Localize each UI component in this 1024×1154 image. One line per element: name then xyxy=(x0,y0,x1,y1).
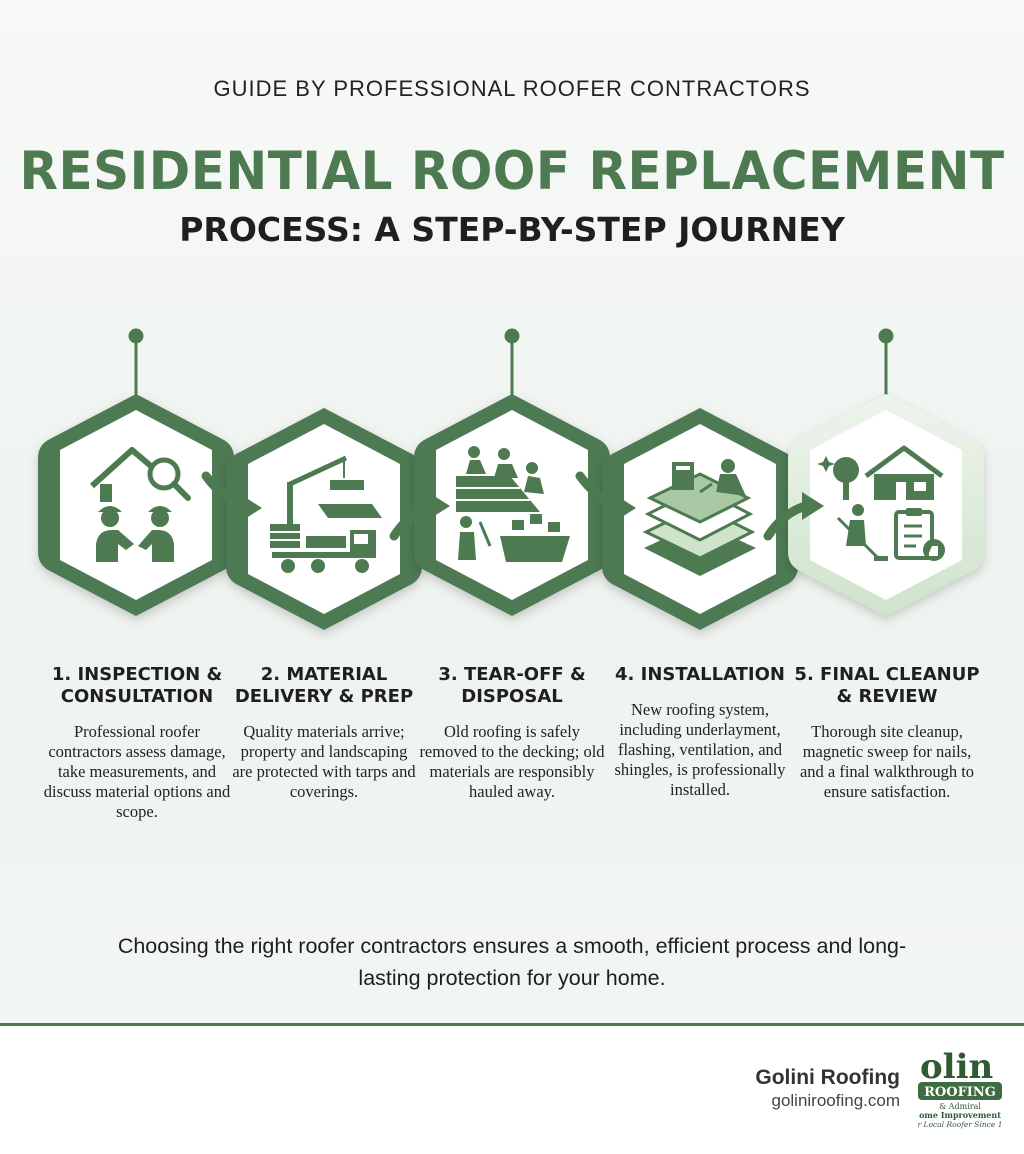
footer xyxy=(0,1026,1024,1154)
step-3: 3. TEAR-OFF & DISPOSAL Old roofing is sa… xyxy=(417,664,607,802)
step-title: 5. FINAL CLEANUP & REVIEW xyxy=(794,664,980,707)
step-title: 3. TEAR-OFF & DISPOSAL xyxy=(438,664,586,707)
inspection-icon xyxy=(89,447,191,562)
step-1: 1. INSPECTION & CONSULTATION Professiona… xyxy=(42,664,232,822)
step-title: 4. INSTALLATION xyxy=(615,664,785,685)
footer-divider xyxy=(0,1023,1024,1026)
golini-logo: olin ROOFING & Admiral ome Improvement r… xyxy=(918,1048,1002,1129)
step-4: 4. INSTALLATION New roofing system, incl… xyxy=(605,664,795,800)
step-description: New roofing system, including underlayme… xyxy=(614,700,786,799)
step-description: Professional roofer contractors assess d… xyxy=(43,722,231,821)
brand-url[interactable]: goliniroofing.com xyxy=(771,1091,900,1110)
step-5: 5. FINAL CLEANUP & REVIEW Thorough site … xyxy=(792,664,982,802)
cleanup-checklist-icon xyxy=(817,445,945,561)
page-subtitle: PROCESS: A STEP-BY-STEP JOURNEY xyxy=(179,210,845,249)
page-title: RESIDENTIAL ROOF REPLACEMENT xyxy=(19,140,1005,202)
antennas xyxy=(128,328,894,398)
roof-layers-icon xyxy=(642,459,756,576)
page-kicker: GUIDE BY PROFESSIONAL ROOFER CONTRACTORS xyxy=(213,76,811,101)
step-title: 1. INSPECTION & CONSULTATION xyxy=(51,664,223,707)
step-2: 2. MATERIAL DELIVERY & PREP Quality mate… xyxy=(229,664,419,802)
step-description: Old roofing is safely removed to the dec… xyxy=(419,722,605,801)
svg-text:r Local Roofer Since 1: r Local Roofer Since 1 xyxy=(918,1120,1002,1129)
hex-step-2 xyxy=(226,408,422,630)
closing-statement: Choosing the right roofer contractors en… xyxy=(117,934,907,990)
tear-off-icon xyxy=(456,446,570,562)
logo-band: ROOFING xyxy=(924,1085,996,1100)
process-flow xyxy=(38,328,984,630)
crane-truck-icon xyxy=(270,455,382,573)
step-description: Quality materials arrive; property and l… xyxy=(232,722,416,801)
logo-wordmark: olin xyxy=(920,1048,993,1087)
step-description: Thorough site cleanup, magnetic sweep fo… xyxy=(799,722,975,801)
step-title: 2. MATERIAL DELIVERY & PREP xyxy=(234,664,414,707)
hex-step-1 xyxy=(38,394,234,616)
svg-text:ome Improvement: ome Improvement xyxy=(919,1110,1001,1120)
svg-text:& Admiral: & Admiral xyxy=(939,1102,981,1111)
brand-name: Golini Roofing xyxy=(755,1066,900,1089)
